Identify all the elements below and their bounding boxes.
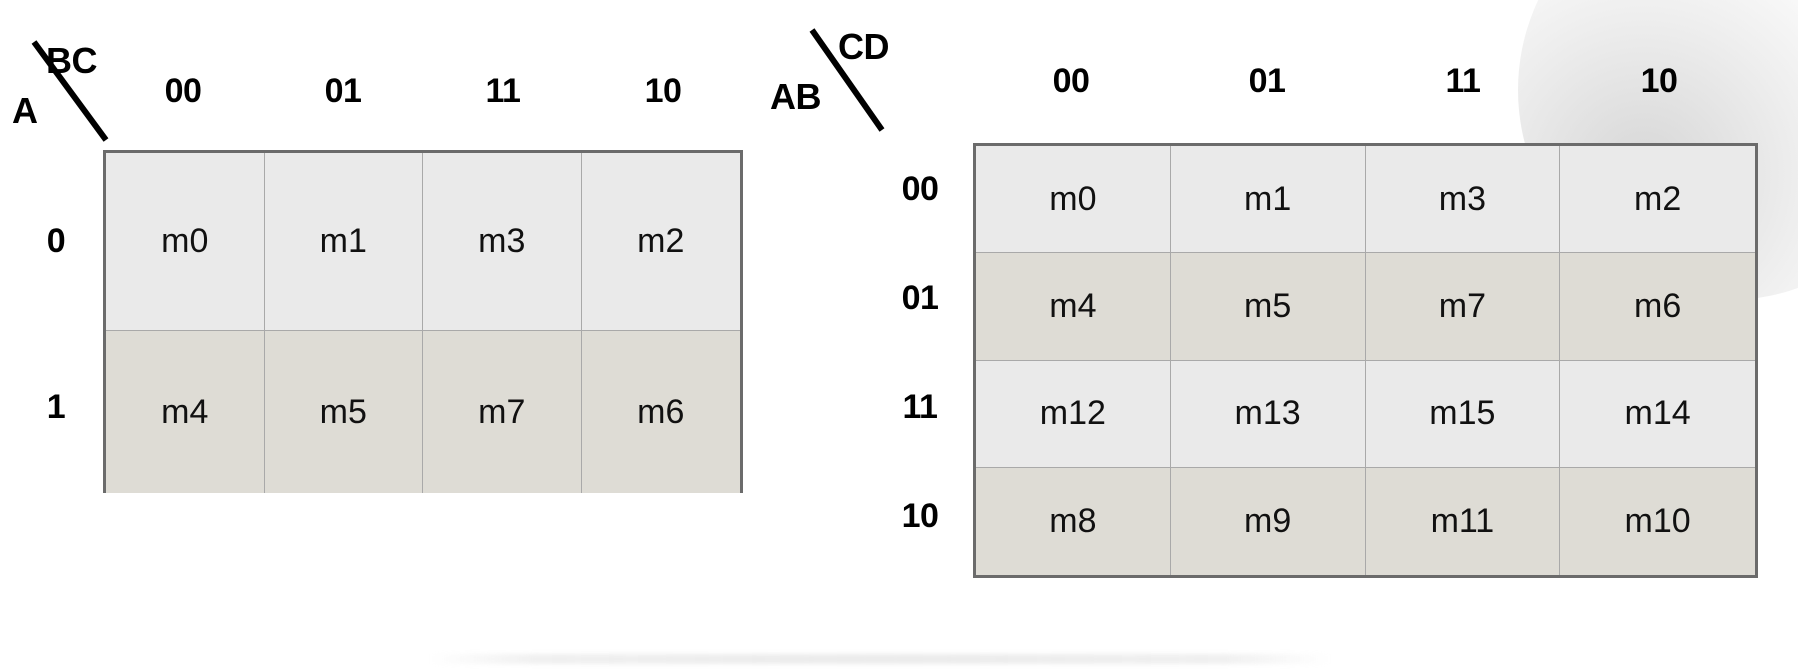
kmap3-axis-corner: BC A [10,28,190,158]
kmap4-col-header-1: 01 [1248,62,1286,100]
kmap3-cell-r0c1[interactable]: m1 [264,153,423,331]
kmap4-column-axis-label: CD [838,26,890,67]
kmap4-row-header-1: 01 [901,279,939,317]
kmap3-row-axis-label: A [12,90,38,131]
kmap4-cell-r2c0[interactable]: m12 [976,360,1171,468]
kmap3-cell-r1c0[interactable]: m4 [106,331,265,493]
kmap3-row-header-1: 1 [46,388,66,426]
kmap4-row-header-3: 10 [901,497,939,535]
kmap3-column-axis-label: BC [46,40,98,81]
kmap3-cell-r1c1[interactable]: m5 [264,331,423,493]
kmap4-cell-r0c1[interactable]: m1 [1170,146,1366,254]
kmap4-cell-r1c0[interactable]: m4 [976,253,1171,361]
kmap4-cell-r0c2[interactable]: m3 [1365,146,1561,254]
kmap3-col-header-1: 01 [324,72,362,110]
bottom-edge-shadow [430,654,1330,664]
kmap4-row-header-2: 11 [902,388,938,426]
kmap3-grid: m0 m1 m3 m2 m4 m5 m7 m6 [103,150,743,493]
kmap3-col-header-0: 00 [164,72,202,110]
kmap4-cell-r3c0[interactable]: m8 [976,467,1171,575]
kmap3-cell-r1c2[interactable]: m7 [423,331,582,493]
kmap-3-variable: BC A 00 01 11 10 0 1 m0 m1 m3 m2 m4 m5 m… [0,0,760,560]
kmap4-axis-corner: CD AB [770,18,990,148]
kmap4-col-header-3: 10 [1640,62,1678,100]
kmap3-cell-r1c3[interactable]: m6 [581,331,740,493]
kmap4-cell-r2c1[interactable]: m13 [1170,360,1366,468]
kmap-4-variable: CD AB 00 01 11 10 00 01 11 10 m0 m1 m3 m… [740,0,1798,620]
kmap4-cell-r0c3[interactable]: m2 [1560,146,1755,254]
kmap4-cell-r3c2[interactable]: m11 [1365,467,1561,575]
kmap3-cell-r0c3[interactable]: m2 [581,153,740,331]
diagonal-slash-icon [31,40,109,142]
kmap4-row-header-0: 00 [901,170,939,208]
kmap3-col-header-3: 10 [644,72,682,110]
kmap3-cell-r0c0[interactable]: m0 [106,153,265,331]
diagonal-slash-icon [809,28,885,132]
kmap4-cell-r2c2[interactable]: m15 [1365,360,1561,468]
kmap4-grid: m0 m1 m3 m2 m4 m5 m7 m6 m12 m13 m15 m14 … [973,143,1758,578]
kmap4-cell-r3c3[interactable]: m10 [1560,467,1755,575]
kmap4-cell-r1c1[interactable]: m5 [1170,253,1366,361]
kmap4-col-header-0: 00 [1052,62,1090,100]
kmap3-row-header-0: 0 [46,222,66,260]
kmap4-cell-r2c3[interactable]: m14 [1560,360,1755,468]
kmap4-col-header-2: 11 [1445,62,1481,100]
kmap4-cell-r0c0[interactable]: m0 [976,146,1171,254]
kmap4-cell-r3c1[interactable]: m9 [1170,467,1366,575]
kmap3-col-header-2: 11 [485,72,521,110]
kmap4-cell-r1c3[interactable]: m6 [1560,253,1755,361]
kmap4-row-axis-label: AB [770,76,822,117]
kmap3-cell-r0c2[interactable]: m3 [423,153,582,331]
kmap4-cell-r1c2[interactable]: m7 [1365,253,1561,361]
